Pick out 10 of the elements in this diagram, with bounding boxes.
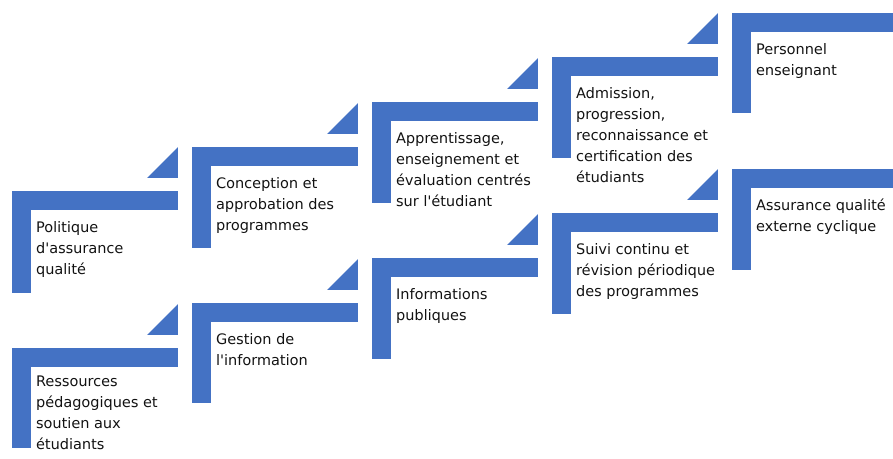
- step-label: Politique d'assurance qualité: [36, 219, 124, 280]
- step-label: Informations publiques: [396, 286, 488, 326]
- step-label: Apprentissage, enseignement et évaluation centrés sur l'étudiant: [396, 130, 532, 212]
- step-label: Assurance qualité externe cyclique: [756, 197, 887, 237]
- step-label: Ressources pédagogiques et soutien aux étudiants: [36, 373, 159, 455]
- step-label: Personnel enseignant: [756, 41, 838, 81]
- step-label: Gestion de l'information: [216, 331, 309, 371]
- step-label: Admission, progression, reconnaissance et certification des étudiants: [576, 85, 709, 188]
- step-label: Suivi continu et révision périodique des programmes: [576, 241, 715, 302]
- step-label: Conception et approbation des programmes: [216, 175, 335, 236]
